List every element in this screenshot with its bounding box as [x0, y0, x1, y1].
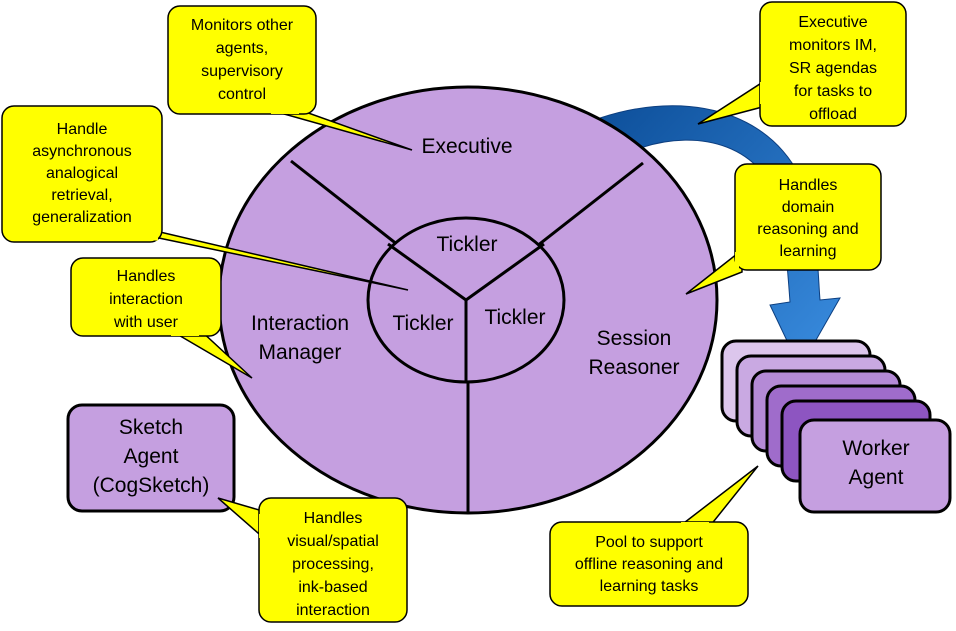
callout-domain-line-2: domain	[782, 199, 834, 216]
sketch-agent-label-3: (CogSketch)	[93, 474, 210, 497]
interaction-manager-label-1: Interaction	[251, 312, 349, 335]
callout-monitors-line-1: Monitors other	[191, 17, 294, 34]
callout-domain-line-4: learning	[780, 243, 837, 260]
callout-monitors	[167, 5, 413, 151]
callout-analogical-line-4: retrieval,	[51, 187, 112, 204]
session-reasoner-label-1: Session	[597, 327, 672, 350]
inner-divider-right	[465, 242, 545, 302]
callout-domain-line-1: Handles	[779, 177, 838, 194]
callout-interaction-line-1: Handles	[117, 268, 176, 285]
callout-pool-line-2: offline reasoning and	[575, 556, 723, 573]
callout-monitors-line-3: supervisory	[201, 63, 283, 80]
sketch-agent-box	[66, 403, 236, 513]
callout-monitors-line-4: control	[218, 86, 266, 103]
worker-agent-box	[798, 418, 952, 514]
session-reasoner-label-2: Reasoner	[588, 356, 679, 379]
callout-interaction-line-3: with user	[113, 314, 179, 331]
callout-analogical-line-2: asynchronous	[32, 143, 132, 160]
tickler-left-label: Tickler	[392, 312, 453, 335]
sketch-agent-label-1: Sketch	[119, 416, 183, 439]
callout-executive-monitors-line-4: for tasks to	[794, 83, 872, 100]
callout-visual-line-3: processing,	[292, 556, 374, 573]
callout-visual-line-4: ink-based	[298, 579, 367, 596]
executive-label: Executive	[421, 135, 512, 158]
callout-executive-monitors	[697, 1, 907, 127]
worker-agent-label-2: Agent	[849, 466, 904, 489]
tickler-right-label: Tickler	[484, 306, 545, 329]
sketch-agent-label-2: Agent	[124, 445, 179, 468]
worker-agent-stack	[720, 339, 952, 514]
callout-visual-line-2: visual/spatial	[287, 533, 379, 550]
callout-pool-line-1: Pool to support	[595, 534, 703, 551]
callout-domain	[685, 163, 882, 295]
inner-divider-left	[387, 242, 467, 302]
callout-visual	[217, 497, 408, 623]
callout-analogical-line-3: analogical	[46, 165, 118, 182]
callout-domain-line-3: reasoning and	[757, 221, 858, 238]
callout-visual-line-5: interaction	[296, 602, 370, 619]
callout-analogical	[1, 105, 409, 291]
callout-executive-monitors-line-1: Executive	[798, 14, 867, 31]
callout-pool-line-3: learning tasks	[600, 578, 699, 595]
callout-interaction	[70, 257, 253, 379]
callout-executive-monitors-line-5: offload	[809, 106, 857, 123]
callout-executive-monitors-line-3: SR agendas	[789, 60, 877, 77]
tickler-top-label: Tickler	[436, 233, 497, 256]
interaction-manager-label-2: Manager	[259, 341, 342, 364]
callout-executive-monitors-line-2: monitors IM,	[789, 37, 877, 54]
callout-pool	[549, 465, 759, 607]
callout-monitors-line-2: agents,	[216, 40, 268, 57]
callout-analogical-line-5: generalization	[32, 209, 132, 226]
callout-interaction-line-2: interaction	[109, 291, 183, 308]
callout-analogical-line-1: Handle	[57, 121, 108, 138]
worker-agent-label-1: Worker	[842, 437, 909, 460]
callout-visual-line-1: Handles	[304, 510, 363, 527]
